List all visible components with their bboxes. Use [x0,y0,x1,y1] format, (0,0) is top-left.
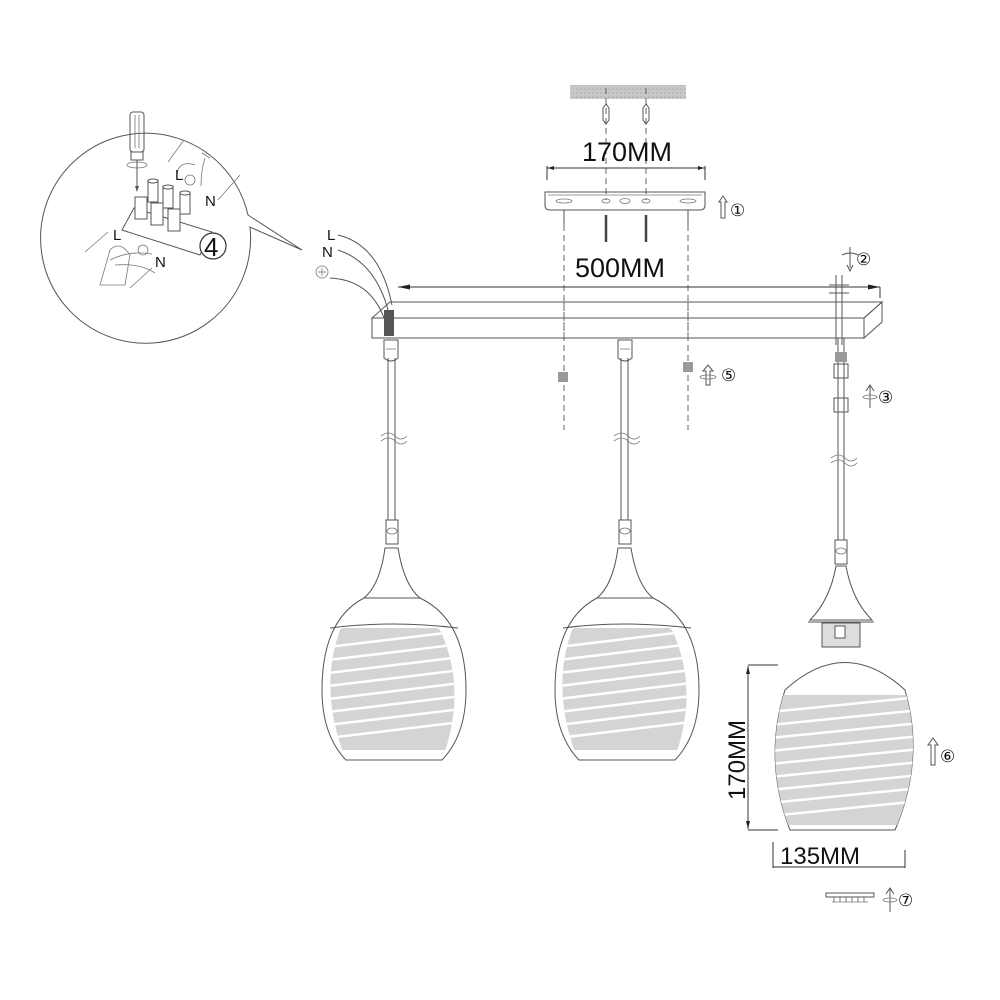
step-1-label: ① [730,201,745,220]
cap-nuts [558,362,693,382]
step-2-label: ② [856,250,871,269]
detached-glass-shade: 170MM 135MM [724,662,914,870]
step-1-indicator: ① [718,195,745,220]
step-7-indicator: ⑦ [882,887,913,912]
canopy-spacing-dimension: 170MM [582,137,672,167]
screwdriver-icon [126,111,148,192]
shade-width-dimension: 135MM [780,843,860,870]
inset-neutral-bottom-label: N [155,254,166,271]
screw-icon [563,210,689,242]
ceiling-mount: 170MM ① [544,85,745,430]
main-bar: 500MM ② [370,247,884,345]
pendant-1 [321,339,467,761]
step-6-label: ⑥ [940,747,955,766]
wire-live-label: L [327,227,335,244]
step-5-indicator: ⑤ [699,364,736,386]
earth-symbol-icon [315,265,329,279]
step-5-label: ⑤ [721,366,736,385]
bar-bolt [829,275,849,345]
terminal-block-icon [121,178,213,256]
step-4-badge [199,232,227,260]
shade-height-dimension: 170MM [724,720,751,800]
wall-plug-icon [602,103,650,125]
pendant-2 [554,339,700,761]
inset-live-top-label: L [175,167,183,184]
step-6-indicator: ⑥ [927,737,955,766]
step-3-label: ③ [878,388,893,407]
mounting-plate [544,191,706,211]
bar-length-dimension: 500MM [575,253,665,283]
wire-neutral-label: N [322,244,333,261]
step-2-indicator: ② [841,247,871,273]
step-4-label: 4 [204,232,218,262]
ceiling-surface [570,85,686,99]
inset-live-bottom-label: L [113,227,121,244]
terminal-block-inset: L N L N 4 [40,111,303,344]
supply-wires: L N [315,227,400,336]
inset-neutral-top-label: N [205,193,216,210]
step-7-label: ⑦ [898,891,913,910]
step-3-indicator: ③ [862,384,893,408]
pendant-3 [808,338,874,648]
bottom-cap [825,892,875,903]
